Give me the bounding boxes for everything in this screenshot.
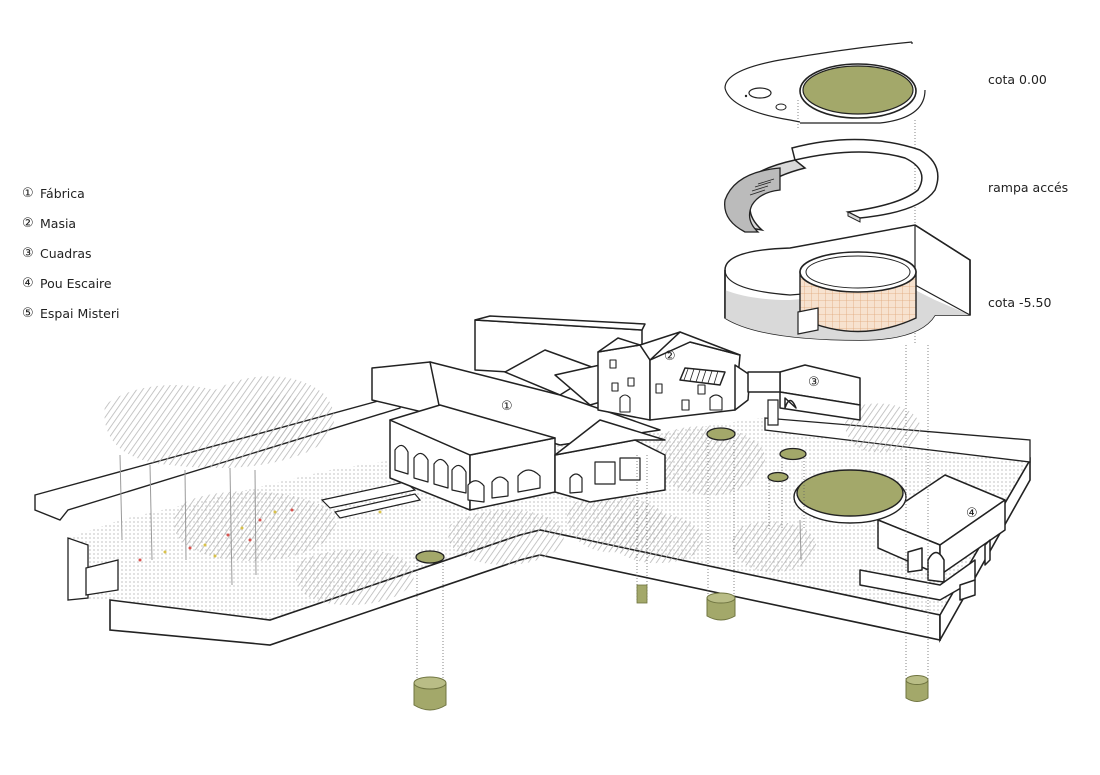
- level-cota-0: [724, 41, 926, 124]
- pou-escaire-disc: [793, 469, 907, 524]
- colour-points: [138, 508, 382, 562]
- well-5: [905, 345, 929, 702]
- legend-item-fabrica: ① Fábrica: [22, 178, 119, 208]
- building-markers: ① ② ③ ④: [501, 349, 978, 521]
- legend-number: ③: [22, 245, 34, 261]
- legend-number: ①: [22, 185, 34, 201]
- well-3: [636, 455, 648, 604]
- well-2: [706, 427, 736, 621]
- marker-cuadras: ③: [808, 375, 820, 390]
- legend-label: Fábrica: [40, 185, 85, 201]
- legend-label: Pou Escaire: [40, 275, 112, 291]
- legend-item-masia: ② Masia: [22, 208, 119, 238]
- building-cuadras: [747, 364, 861, 421]
- legend-number: ⑤: [22, 305, 34, 321]
- level-label-top: cota 0.00: [988, 72, 1047, 87]
- legend-label: Masia: [40, 215, 77, 231]
- trees: [104, 376, 921, 605]
- well-4: [767, 447, 807, 530]
- level-rampa: [724, 138, 939, 233]
- well-1: [413, 550, 447, 711]
- legend-label: Espai Misteri: [40, 305, 120, 321]
- legend-item-pou-escaire: ④ Pou Escaire: [22, 268, 119, 298]
- benches: [320, 481, 422, 519]
- marker-fabrica: ①: [501, 399, 513, 414]
- building-fabrica: [371, 315, 666, 511]
- marker-masia: ②: [664, 349, 676, 364]
- level-cota-5-50: [724, 224, 971, 341]
- legend-label: Cuadras: [40, 245, 92, 261]
- level-label-ramp: rampa accés: [988, 180, 1069, 195]
- legend-number: ②: [22, 215, 34, 231]
- legend-item-cuadras: ③ Cuadras: [22, 238, 119, 268]
- level-label-bottom: cota -5.50: [988, 295, 1052, 310]
- building-masia: [597, 331, 751, 421]
- legend-item-espai-misteri: ⑤ Espai Misteri: [22, 298, 119, 328]
- building-pou-escaire: [859, 474, 1006, 601]
- marker-pou-escaire: ④: [966, 506, 978, 521]
- legend-number: ④: [22, 275, 34, 291]
